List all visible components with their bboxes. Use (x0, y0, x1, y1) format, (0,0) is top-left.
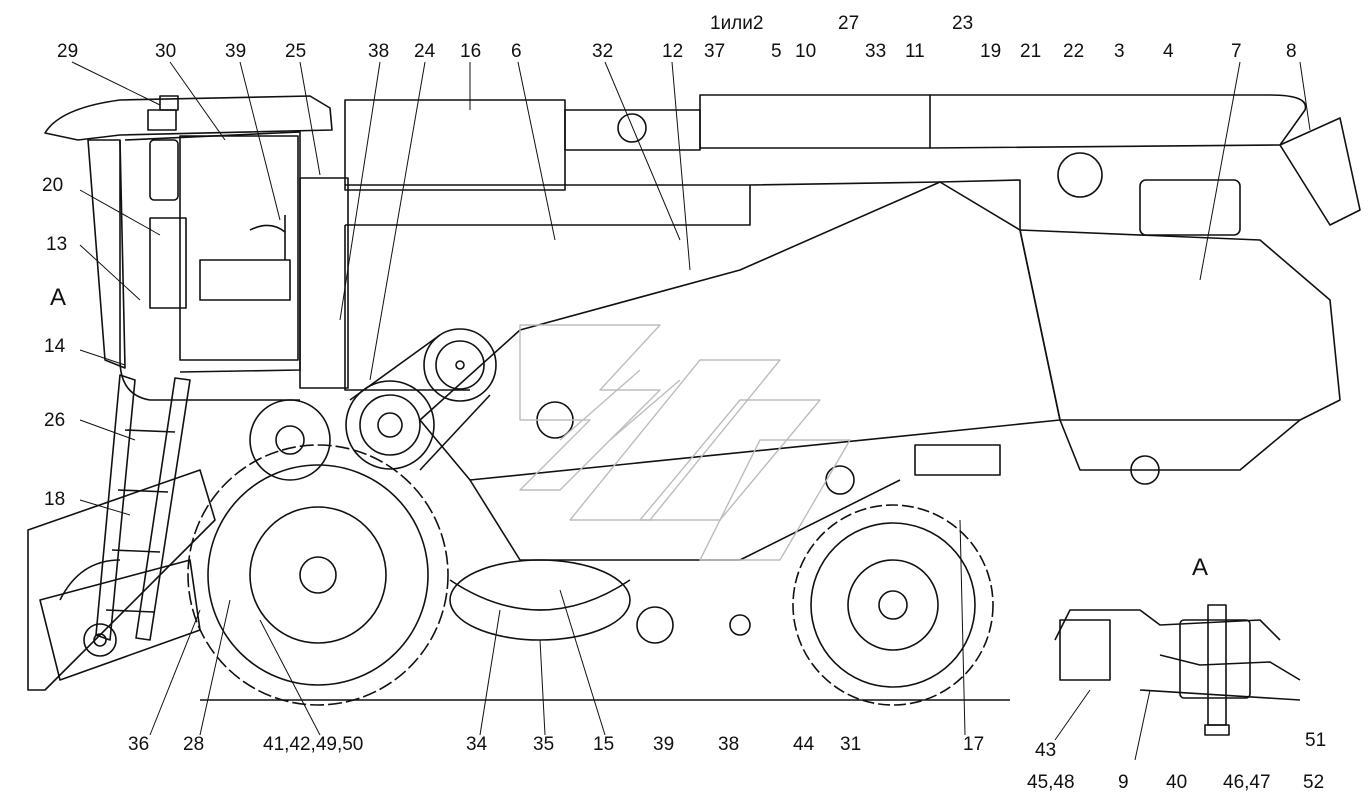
callout-51: 51 (1305, 730, 1327, 751)
callout-38-bottom: 38 (718, 734, 740, 755)
callout-29: 29 (57, 41, 79, 62)
callout-11: 11 (905, 41, 925, 62)
access-ladder (95, 374, 191, 641)
callout-28: 28 (183, 734, 205, 755)
callout-45-48: 45,48 (1027, 772, 1075, 793)
callout-27: 27 (838, 13, 860, 34)
callout-8: 8 (1286, 41, 1297, 62)
callout-40: 40 (1166, 772, 1188, 793)
callout-33: 33 (865, 41, 887, 62)
callout-18: 18 (44, 489, 66, 510)
callout-4: 4 (1163, 41, 1174, 62)
callout-35: 35 (533, 734, 555, 755)
callout-10: 10 (795, 41, 817, 62)
callout-26: 26 (44, 410, 66, 431)
callout-9: 9 (1118, 772, 1129, 793)
callout-21: 21 (1020, 41, 1042, 62)
callout-34: 34 (466, 734, 488, 755)
detail-a-drawing (1054, 604, 1301, 736)
callout-32: 32 (592, 41, 614, 62)
leader-lines (71, 61, 1311, 761)
callout-37: 37 (704, 41, 726, 62)
callout-24: 24 (414, 41, 436, 62)
watermark-logo (519, 324, 851, 561)
callout-39-bottom: 39 (653, 734, 675, 755)
front-drive-wheel (187, 444, 449, 706)
callout-6: 6 (511, 41, 522, 62)
operator-cab (44, 95, 333, 401)
callout-16: 16 (460, 41, 482, 62)
belly-drum (449, 559, 631, 641)
callout-39: 39 (225, 41, 247, 62)
callout-1or2: 1или2 (710, 13, 764, 34)
detail-a-title: А (1192, 554, 1209, 581)
callout-46-47: 46,47 (1223, 772, 1271, 793)
callout-22: 22 (1063, 41, 1085, 62)
callout-36: 36 (128, 734, 150, 755)
callout-7: 7 (1231, 41, 1242, 62)
callout-30: 30 (155, 41, 177, 62)
callout-44: 44 (793, 734, 815, 755)
callout-15: 15 (593, 734, 615, 755)
callout-41-42-49-50: 41,42,49,50 (263, 734, 364, 755)
drive-pulleys (249, 328, 1160, 644)
view-marker-a: А (50, 284, 67, 311)
callout-17: 17 (963, 734, 985, 755)
callout-52: 52 (1303, 772, 1325, 793)
callout-43: 43 (1035, 740, 1057, 761)
callout-5: 5 (771, 41, 782, 62)
rear-steer-wheel (792, 504, 994, 706)
callout-25: 25 (285, 41, 307, 62)
callout-13: 13 (46, 234, 68, 255)
callout-14: 14 (44, 336, 66, 357)
callout-38: 38 (368, 41, 390, 62)
callout-12: 12 (662, 41, 684, 62)
callout-3: 3 (1114, 41, 1125, 62)
callout-23: 23 (952, 13, 974, 34)
callout-19: 19 (980, 41, 1002, 62)
callout-31: 31 (840, 734, 862, 755)
main-body (299, 94, 1361, 561)
callout-20: 20 (42, 175, 64, 196)
